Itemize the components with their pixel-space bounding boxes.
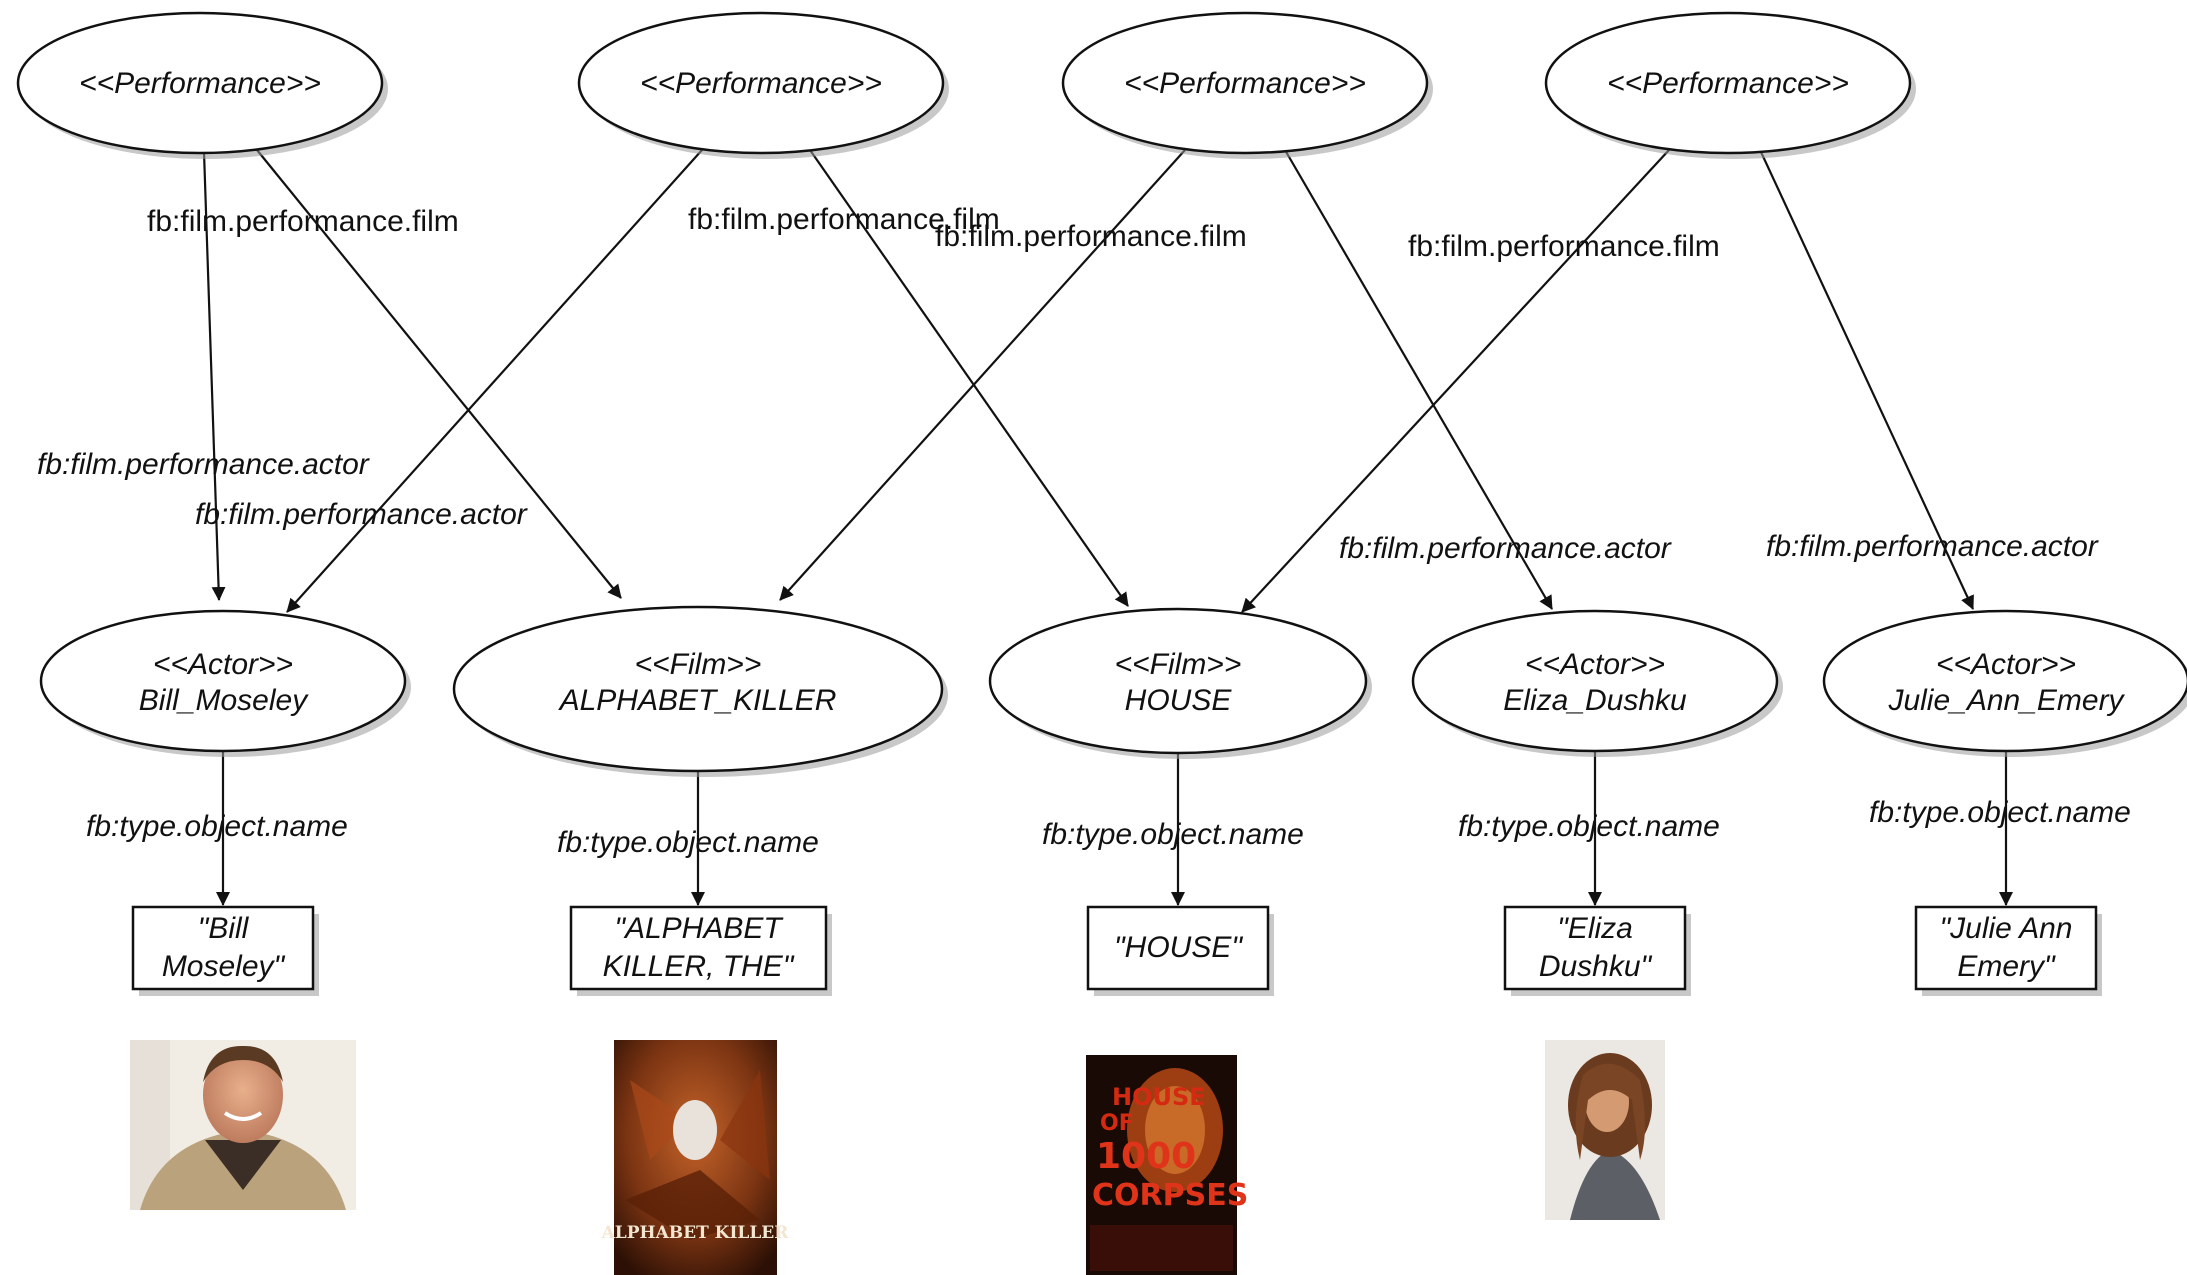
edges [202,149,2013,906]
eliza-dushku-photo [1545,1040,1665,1220]
node-name: Bill_Moseley [139,684,309,717]
edge-label-name-5: fb:type.object.name [1869,796,2131,829]
actor-node-julie-ann-emery: <<Actor>> Julie_Ann_Emery [1822,609,2187,757]
edge-label-name-1: fb:type.object.name [86,810,348,843]
node-stereotype: <<Film>> [635,648,762,681]
node-name: Julie_Ann_Emery [1887,684,2125,717]
edge-p3-actor [1284,149,1553,610]
edge-p4-film [1241,149,1670,613]
edge-p2-film [809,149,1129,607]
node-stereotype: <<Actor>> [1936,648,2076,681]
entity-nodes: <<Actor>> Bill_Moseley <<Film>> ALPHABET… [39,605,2187,777]
literal-line: "ALPHABET [614,912,784,945]
house-poster-line: HOUSE [1112,1083,1206,1111]
node-name: Eliza_Dushku [1503,684,1687,717]
house-poster-line: 1000 [1096,1136,1196,1177]
house-poster-line: CORPSES [1092,1178,1248,1213]
literal-boxes: "Bill Moseley" "ALPHABET KILLER, THE" "H… [131,905,2102,996]
edge-p2-actor [286,149,703,613]
edge-label-film-1: fb:film.performance.film [147,205,459,238]
performance-node: <<Performance>> [1061,11,1433,159]
edge-label-film-2: fb:film.performance.film [688,203,1000,236]
bill-moseley-photo [130,1040,356,1210]
edge-p4-actor [1760,151,1974,610]
performance-label: <<Performance>> [640,67,882,100]
performance-node: <<Performance>> [16,11,388,159]
literal-line: "Julie Ann [1940,912,2073,945]
edge-label-actor-4: fb:film.performance.actor [1766,530,2099,563]
edge-label-name-4: fb:type.object.name [1458,810,1720,843]
actor-node-bill-moseley: <<Actor>> Bill_Moseley [39,609,411,757]
node-stereotype: <<Actor>> [153,648,293,681]
edge-label-film-4: fb:film.performance.film [1408,230,1720,263]
edge-p3-film [779,149,1186,601]
literal-line: Dushku" [1539,950,1653,983]
alphabet-killer-poster-title: ALPHABET KILLER [601,1223,790,1243]
edge-label-actor-1: fb:film.performance.actor [37,448,370,481]
edge-labels: fb:film.performance.film fb:film.perform… [37,203,2131,859]
literal-box-eliza-dushku: "Eliza Dushku" [1503,905,1691,996]
node-name: ALPHABET_KILLER [558,684,837,717]
edge-label-film-3: fb:film.performance.film [935,220,1247,253]
edge-label-actor-3: fb:film.performance.actor [1339,532,1672,565]
literal-line: "Bill [198,912,250,945]
performance-label: <<Performance>> [1607,67,1849,100]
film-node-house: <<Film>> HOUSE [988,607,1372,759]
literal-box-julie-ann-emery: "Julie Ann Emery" [1914,905,2102,996]
literal-box-house: "HOUSE" [1086,905,1274,996]
node-name: HOUSE [1125,684,1233,717]
node-stereotype: <<Actor>> [1525,648,1665,681]
literal-line: "HOUSE" [1114,931,1243,964]
literal-line: Emery" [1957,950,2056,983]
film-node-alphabet-killer: <<Film>> ALPHABET_KILLER [452,605,948,777]
literal-box-alphabet-killer: "ALPHABET KILLER, THE" [569,905,832,996]
performance-node: <<Performance>> [1544,11,1916,159]
house-poster: HOUSE OF 1000 CORPSES [1086,1055,1248,1275]
literal-line: "Eliza [1557,912,1633,945]
literal-box-bill-moseley: "Bill Moseley" [131,905,319,996]
house-poster-line: OF [1100,1111,1134,1136]
actor-node-eliza-dushku: <<Actor>> Eliza_Dushku [1411,609,1783,757]
edge-p1-actor [202,151,226,601]
edge-p1-film [256,149,622,599]
media-thumbnails: ALPHABET KILLER HOUSE OF 1000 CORPSES [130,1040,1665,1275]
edge-label-name-3: fb:type.object.name [1042,818,1304,851]
edge-label-actor-2: fb:film.performance.actor [195,498,528,531]
alphabet-killer-poster: ALPHABET KILLER [601,1040,790,1275]
node-stereotype: <<Film>> [1115,648,1242,681]
edge-label-name-2: fb:type.object.name [557,826,819,859]
performance-nodes: <<Performance>> <<Performance>> <<Perfor… [16,11,1916,159]
performance-label: <<Performance>> [79,67,321,100]
performance-label: <<Performance>> [1124,67,1366,100]
literal-line: Moseley" [162,950,286,983]
performance-node: <<Performance>> [577,11,949,159]
literal-line: KILLER, THE" [603,950,795,983]
